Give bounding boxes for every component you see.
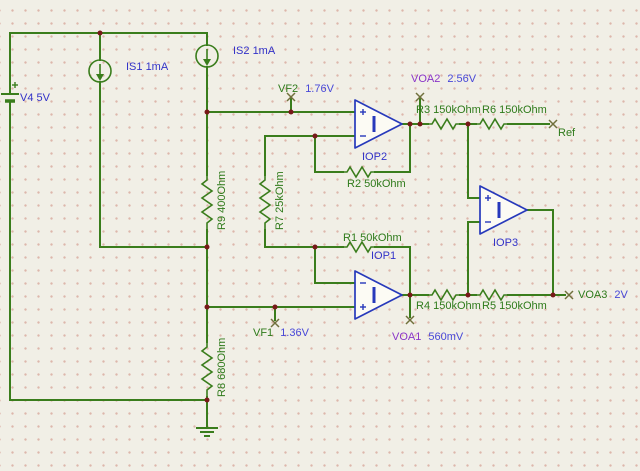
label-is1[interactable]: IS1 1mA xyxy=(126,61,169,73)
probe-pin-vf1[interactable] xyxy=(270,318,280,328)
probe-name: VF2 xyxy=(278,83,299,95)
probe-value: 1.76V xyxy=(305,83,334,95)
voltage-source-v4[interactable] xyxy=(1,82,19,103)
probe-label-ref[interactable]: Ref xyxy=(558,127,575,139)
probe-pin-ref[interactable] xyxy=(548,119,558,129)
arrow-icon xyxy=(96,74,104,81)
opamp-iop1[interactable] xyxy=(354,270,403,320)
label-r3[interactable]: R3 150kOhm xyxy=(416,104,481,116)
opamp-iop3[interactable] xyxy=(479,185,528,235)
probe-name: VF1 xyxy=(253,327,274,339)
resistor-r7[interactable] xyxy=(258,175,272,230)
resistor-zigzag xyxy=(258,175,272,230)
probe-value: 560mV xyxy=(428,331,464,343)
junction-dot xyxy=(97,30,103,36)
resistor-r5[interactable] xyxy=(476,288,508,302)
label-r1[interactable]: R1 50kOhm xyxy=(343,232,402,244)
label-r9[interactable]: R9 400Ohm xyxy=(216,170,228,230)
resistor-zigzag xyxy=(476,117,508,131)
opamp-triangle xyxy=(354,99,403,149)
label-r5[interactable]: R5 150kOhm xyxy=(482,300,547,312)
junction-dot xyxy=(465,121,471,127)
probe-name: Ref xyxy=(558,127,576,139)
resistor-zigzag xyxy=(428,288,460,302)
resistor-r9[interactable] xyxy=(200,175,214,230)
label-r7[interactable]: R7 25kOhm xyxy=(274,171,286,230)
label-r6[interactable]: R6 150kOhm xyxy=(482,104,547,116)
probe-pin-voa2[interactable] xyxy=(415,92,425,102)
resistor-zigzag xyxy=(200,342,214,397)
label-r8[interactable]: R8 680Ohm xyxy=(216,337,228,397)
arrow-icon xyxy=(203,59,211,66)
probe-label-vf1[interactable]: VF1 1.36V xyxy=(253,327,309,339)
resistor-r8[interactable] xyxy=(200,342,214,397)
current-source-is1[interactable] xyxy=(88,59,112,83)
junction-dot xyxy=(407,121,413,127)
probe-label-vf2[interactable]: VF2 1.76V xyxy=(278,83,334,95)
probe-value: 2V xyxy=(614,289,628,301)
probe-name: VOA2 xyxy=(411,73,441,85)
label-v4[interactable]: V4 5V xyxy=(20,92,50,104)
junction-dot xyxy=(312,244,318,250)
junction-dot xyxy=(204,109,210,115)
probe-pin-voa3[interactable] xyxy=(564,290,574,300)
junction-dot xyxy=(204,304,210,310)
resistor-r4[interactable] xyxy=(428,288,460,302)
resistor-zigzag xyxy=(343,165,375,179)
resistor-r6[interactable] xyxy=(476,117,508,131)
probe-label-voa2[interactable]: VOA2 2.56V xyxy=(411,73,476,85)
resistor-r3[interactable] xyxy=(428,117,460,131)
junction-dot xyxy=(272,304,278,310)
probe-pin-voa1[interactable] xyxy=(405,315,415,325)
resistor-zigzag xyxy=(428,117,460,131)
probe-value: 1.36V xyxy=(280,327,309,339)
current-source-is2[interactable] xyxy=(195,44,219,68)
current-source-circle xyxy=(88,59,112,83)
resistor-r2[interactable] xyxy=(343,165,375,179)
label-r4[interactable]: R4 150kOhm xyxy=(416,300,481,312)
resistor-zigzag xyxy=(476,288,508,302)
label-is2[interactable]: IS2 1mA xyxy=(233,45,276,57)
label-iop1[interactable]: IOP1 xyxy=(371,250,397,262)
probe-value: 2.56V xyxy=(447,73,477,85)
probe-name: VOA3 xyxy=(578,289,608,301)
probe-label-voa3[interactable]: VOA3 2V xyxy=(578,289,628,301)
resistor-r1[interactable] xyxy=(343,240,375,254)
resistor-zigzag xyxy=(343,240,375,254)
opamp-iop2[interactable] xyxy=(354,99,403,149)
junction-dot xyxy=(550,292,556,298)
junction-dot xyxy=(407,292,413,298)
label-r2[interactable]: R2 50kOhm xyxy=(347,178,406,190)
ground-symbol[interactable] xyxy=(196,427,218,437)
junction-dot xyxy=(312,133,318,139)
label-iop2[interactable]: IOP2 xyxy=(362,151,388,163)
junction-dot xyxy=(417,121,423,127)
junction-dot xyxy=(204,397,210,403)
junction-dot xyxy=(288,109,294,115)
probe-name: VOA1 xyxy=(392,331,422,343)
current-source-circle xyxy=(195,44,219,68)
label-iop3[interactable]: IOP3 xyxy=(493,237,519,249)
junction-dot xyxy=(204,244,210,250)
opamp-triangle xyxy=(354,270,403,320)
junction-dot xyxy=(465,292,471,298)
resistor-zigzag xyxy=(200,175,214,230)
probe-label-voa1[interactable]: VOA1 560mV xyxy=(392,331,463,343)
probe-pin-vf2[interactable] xyxy=(286,92,296,102)
opamp-triangle xyxy=(479,185,528,235)
